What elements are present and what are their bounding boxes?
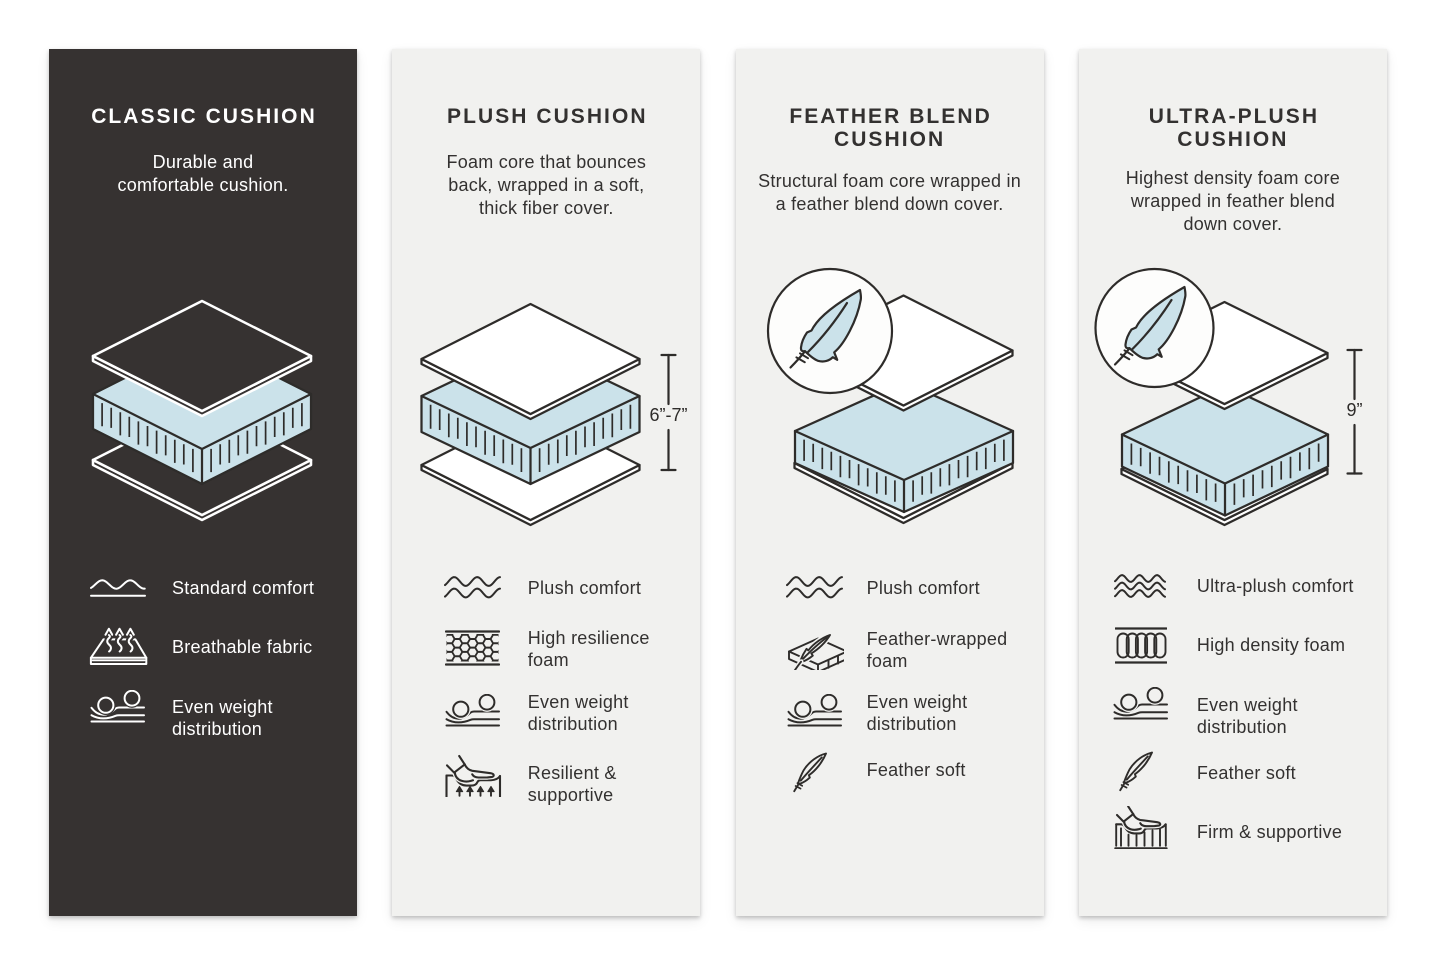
feather-icon (793, 752, 828, 793)
description-line: wrapped in feather blend (1130, 191, 1335, 211)
feature-label: Plush comfort (866, 578, 980, 599)
feature-label: Plush comfort (527, 578, 642, 599)
feature-label: High density foam (1196, 634, 1346, 655)
description-line: a feather blend down cover. (775, 194, 1004, 214)
description-line: Durable and (152, 152, 254, 172)
even-weight-icon (90, 690, 145, 723)
card-title: PLUSH CUSHION (447, 104, 648, 128)
feather-wrapped-foam-icon (787, 632, 844, 670)
description-line: comfortable cushion. (117, 175, 289, 195)
feature-label: Feather soft (1196, 762, 1296, 783)
card-description: Structural foam core wrapped in a feather… (736, 170, 1044, 216)
cushion-diagram (91, 299, 313, 521)
description-line: Highest density foam core (1125, 168, 1341, 188)
cushion-diagram: 9” (1094, 267, 1363, 526)
even-weight-icon (445, 693, 500, 726)
feather-badge-icon (766, 267, 893, 394)
feature-label: Feather soft (866, 759, 966, 780)
cushion-diagram: 6”-7” (420, 302, 688, 526)
card-description: Foam core that bounces back, wrapped in a… (392, 151, 700, 220)
card-title: CLASSIC CUSHION (91, 104, 317, 128)
thickness-measure: 9” (1346, 348, 1363, 475)
feature-label: Standard comfort (172, 577, 315, 598)
thickness-label: 9” (1346, 400, 1362, 420)
cushion-diagram (766, 267, 1014, 524)
feature-label: Breathable fabric (172, 636, 313, 657)
feather-icon (1119, 751, 1154, 791)
description-line: thick fiber cover. (479, 198, 614, 218)
card-ultra-plush-cushion: 9” ULTRA-PLUSH CUSHION Highest density f… (1078, 48, 1387, 916)
feather-badge-icon (1094, 267, 1215, 388)
firm-supportive-icon (1114, 806, 1169, 849)
description-line: Structural foam core wrapped in (758, 171, 1022, 191)
card-title: ULTRA-PLUSH CUSHION (1148, 104, 1320, 152)
card-description: Durable and comfortable cushion. (49, 151, 357, 197)
description-line: down cover. (1183, 214, 1283, 234)
feature-label: Firm & supportive (1196, 822, 1343, 843)
double-wave-icon (444, 575, 502, 598)
breathable-fabric-icon (89, 625, 147, 665)
card-feather-blend-cushion: FEATHER BLEND CUSHION Structural foam co… (735, 48, 1044, 916)
description-line: back, wrapped in a soft, (448, 175, 645, 195)
even-weight-icon (787, 693, 842, 726)
single-wave-icon (90, 578, 146, 597)
thickness-measure: 6”-7” (650, 353, 688, 471)
high-density-foam-icon (1114, 626, 1167, 664)
card-classic-cushion: CLASSIC CUSHION Durable and comfortable c… (49, 48, 357, 916)
feature-label: Ultra-plush comfort (1196, 575, 1354, 596)
even-weight-icon (1113, 687, 1168, 720)
card-plush-cushion: 6”-7” PLUSH CUSHION Foam core that bounc… (392, 48, 701, 916)
description-line: Foam core that bounces (446, 152, 647, 172)
card-description: Highest density foam core wrapped in feat… (1079, 167, 1387, 236)
triple-wave-icon (1114, 573, 1167, 598)
thickness-label: 6”-7” (650, 405, 688, 425)
resilient-supportive-icon (445, 754, 501, 797)
feature-label: Resilient &supportive (527, 762, 617, 805)
double-wave-icon (786, 575, 844, 598)
honeycomb-foam-icon (445, 630, 501, 666)
card-title: FEATHER BLEND CUSHION (789, 104, 992, 152)
